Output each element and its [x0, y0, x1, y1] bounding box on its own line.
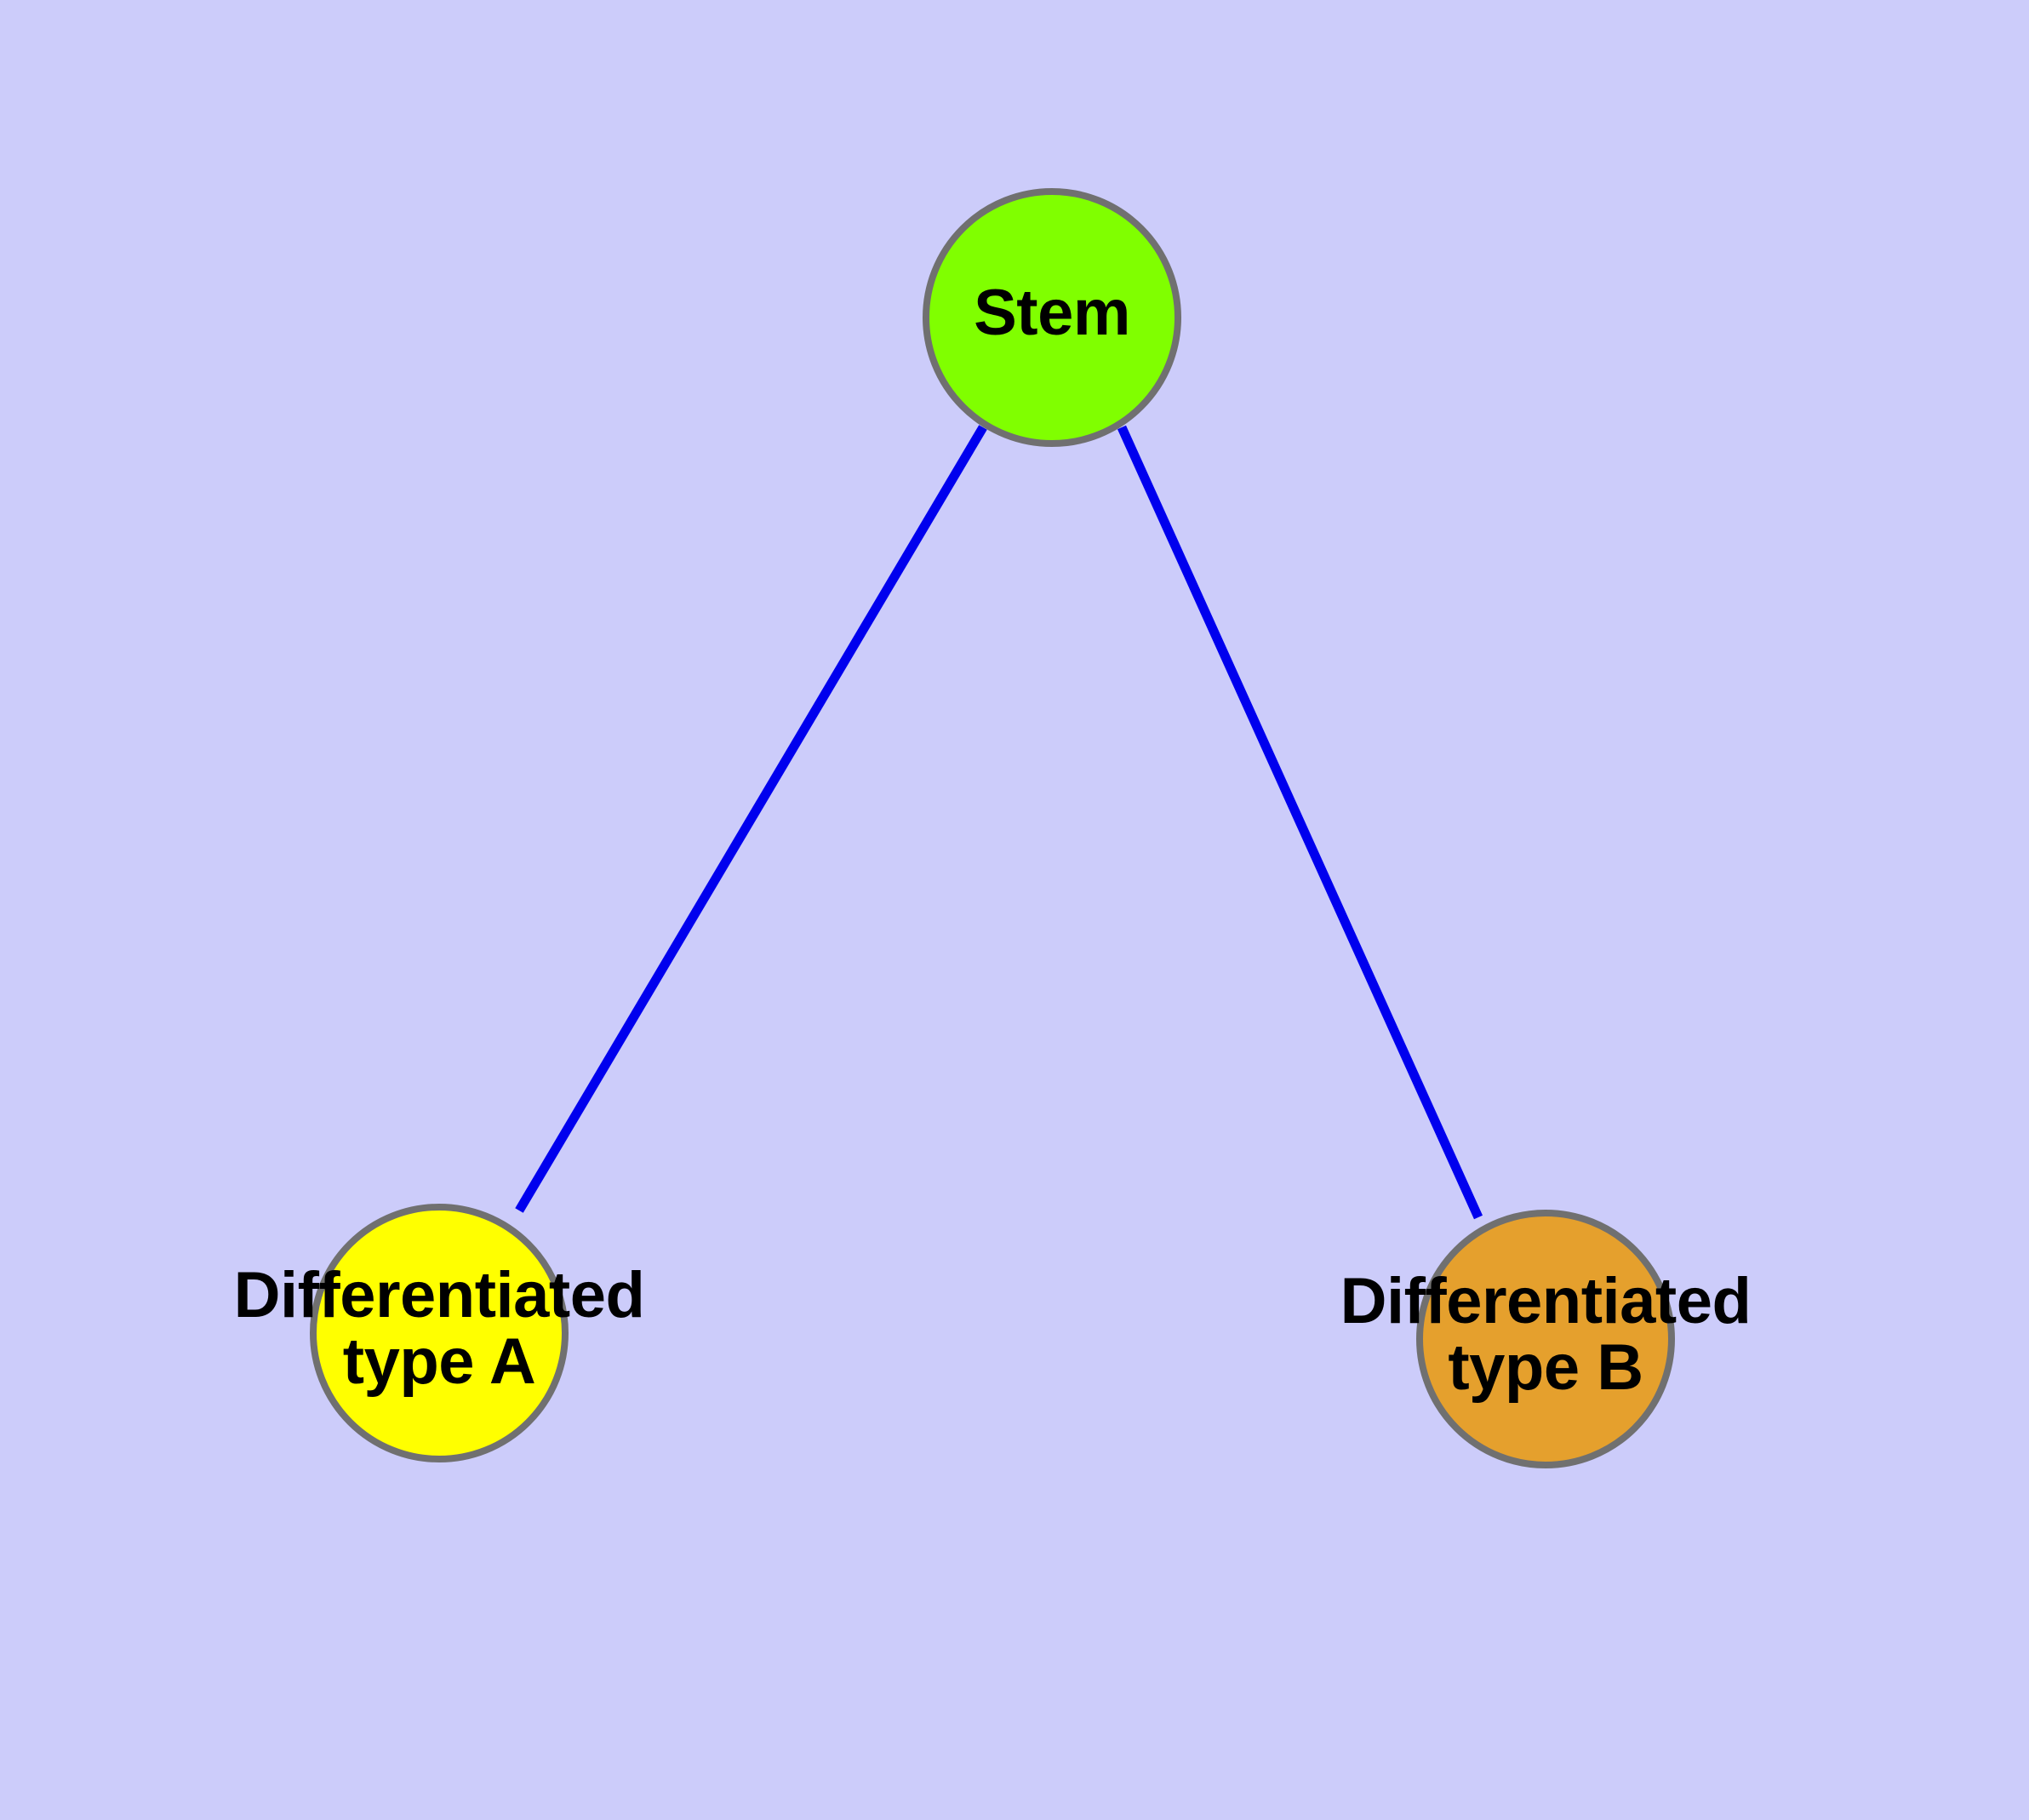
node-differentiated-type-b[interactable] — [1416, 1210, 1675, 1468]
node-stem[interactable] — [923, 188, 1181, 447]
edge-stem-to-differentiated-type-b — [1117, 425, 1483, 1220]
edge-stem-to-differentiated-type-a — [515, 425, 987, 1213]
node-differentiated-type-a[interactable] — [310, 1204, 569, 1462]
